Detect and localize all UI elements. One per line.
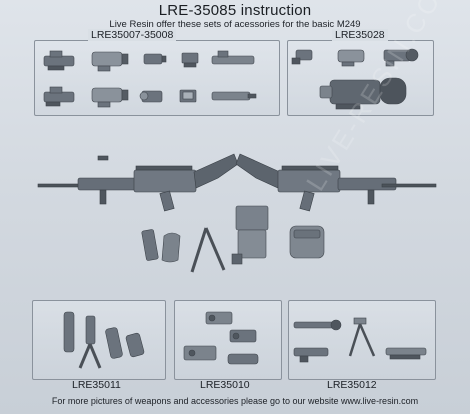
peq-laser-icon [205,311,233,325]
ammo-box-icon [231,205,269,265]
m249-right [235,153,437,212]
set-label-bottom-right: LRE35012 [327,379,377,391]
bipod-parts-group [293,317,427,363]
laser-pointer-icon [293,347,329,363]
optics-parts-group [43,50,257,108]
weapon-light-icon [227,353,259,365]
set-label-bottom-left: LRE35011 [72,379,121,391]
folding-grip-icon [105,327,123,359]
holo-sight-icon [179,89,197,103]
holo-sight-icon [181,52,199,68]
magazine-icon [141,229,159,261]
acog-scope-icon [43,86,75,107]
set-label-bottom-center: LRE35010 [200,379,250,391]
clip-on-sight-icon [337,49,365,67]
soft-pouch-icon [289,225,325,259]
pistol-grip-icon [125,332,145,358]
night-vision-icon [383,48,419,67]
magnifier-icon [91,51,129,72]
bipod-icon [190,227,226,273]
laser-parts-group [183,311,259,365]
peq-laser-icon [183,345,217,361]
footer-text: For more pictures of weapons and accesso… [51,396,419,406]
red-dot-icon [143,53,167,65]
grip-pod-icon [78,315,102,369]
m249-left [37,153,239,212]
magnifier-icon [91,87,129,108]
page-title: LRE-35085 instruction [158,2,312,19]
thermal-parts-group [291,48,419,110]
m249-accessories [141,205,325,273]
bipod-icon [348,317,376,357]
laser-module-icon [211,50,255,65]
grips-parts-group [63,311,145,369]
laser-module-icon [211,91,257,101]
thermal-sight-icon [319,77,407,110]
folded-bipod-icon [385,347,427,360]
vertical-grip-icon [63,311,75,353]
red-dot-icon [139,90,163,103]
panel-bipod-set [288,300,436,380]
mount-icon [291,49,313,65]
set-label-top-left: LRE35007-35008 [88,29,177,41]
acog-scope-icon [43,50,75,71]
set-label-top-right: LRE35028 [332,29,388,41]
ammo-belt-icon [161,232,181,263]
panel-optics-set [34,40,280,116]
page-subtitle: Live Resin offer these sets of acessorie… [109,19,361,30]
peq-laser-icon [229,329,257,343]
flashlight-icon [293,319,342,331]
